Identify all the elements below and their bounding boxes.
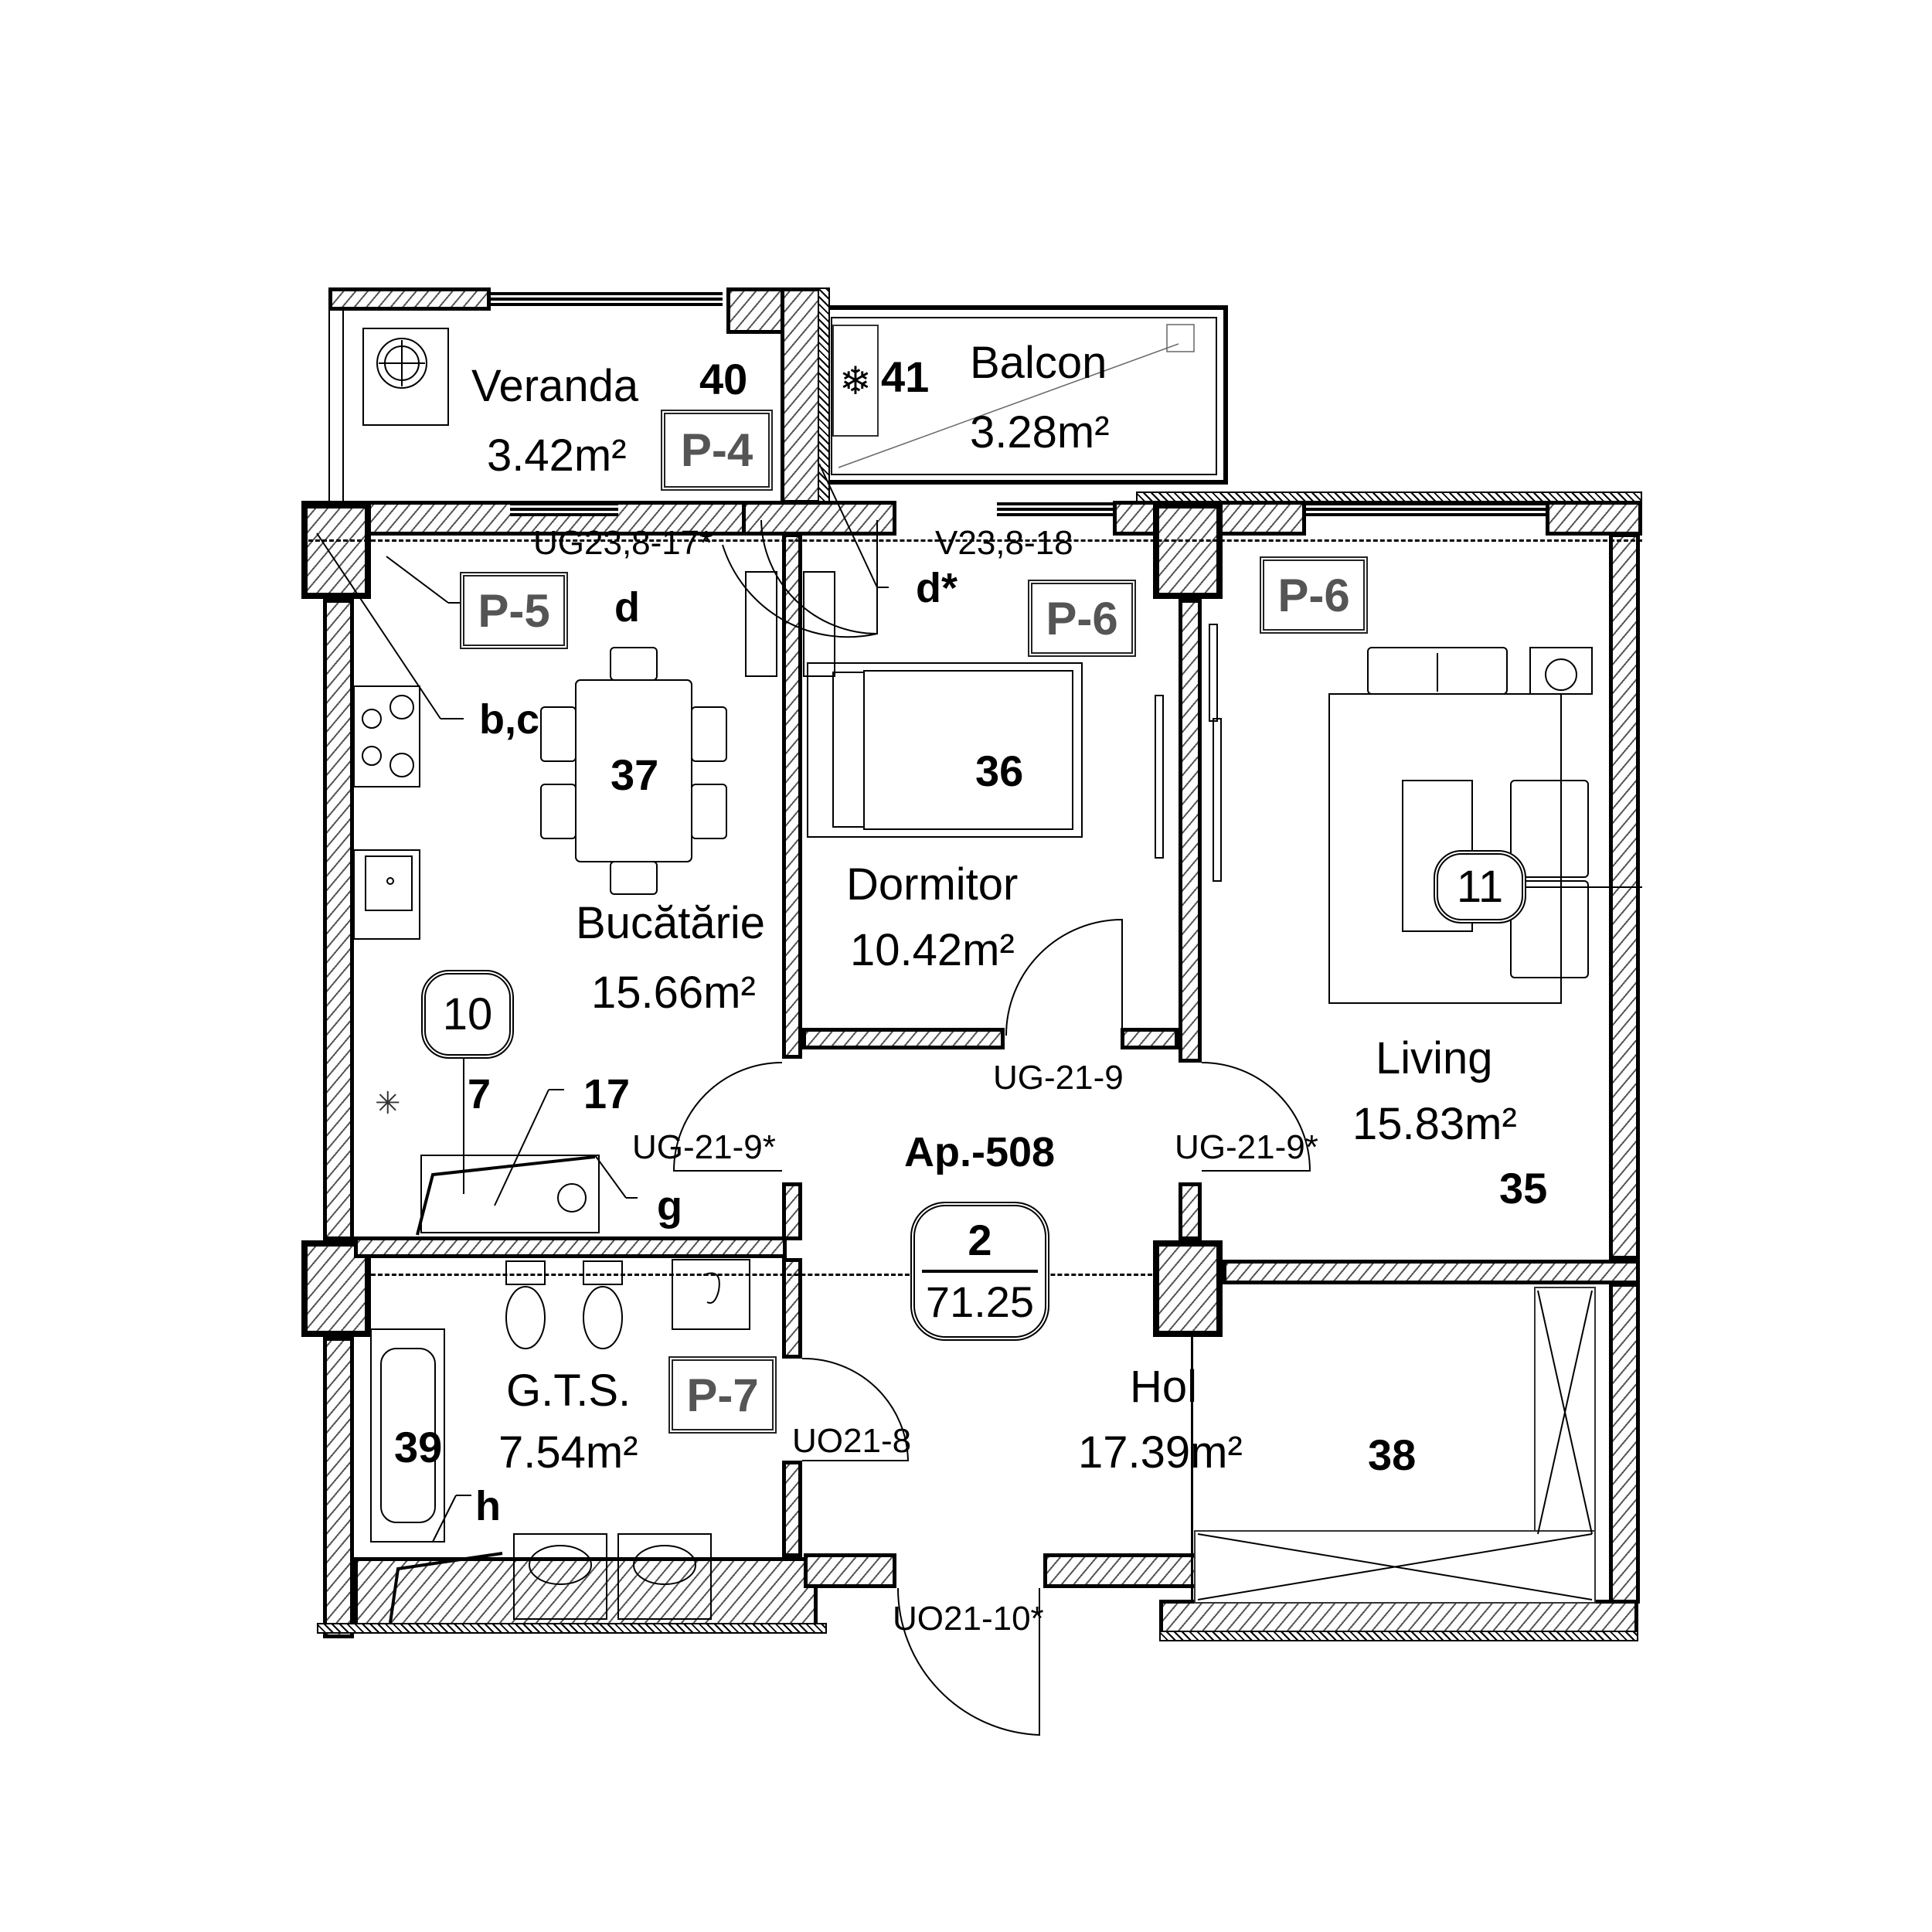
column-mid-left xyxy=(301,1240,371,1337)
living-callout-bubble: 11 xyxy=(1434,850,1526,923)
bedroom-window-code: V23,8-18 xyxy=(935,524,1073,562)
bath-area: 7.54m² xyxy=(498,1427,638,1478)
bedroom-door-code: UG-21-9 xyxy=(993,1059,1124,1097)
storage-divider xyxy=(1191,1337,1193,1604)
closet-bottom xyxy=(1194,1530,1596,1604)
kitchen-bath-wall xyxy=(354,1236,787,1258)
tag-17: 17 xyxy=(583,1071,631,1117)
apartment-divider xyxy=(922,1270,1038,1273)
balcon-area: 3.28m² xyxy=(970,407,1110,457)
entrance-door-code: UO21-10* xyxy=(893,1600,1044,1638)
apartment-area: 71.25 xyxy=(925,1277,1035,1326)
bottom-insulation xyxy=(317,1623,827,1634)
veranda-top-wall xyxy=(328,287,491,311)
kitchen-window xyxy=(510,502,618,516)
balcon-name: Balcon xyxy=(970,338,1107,388)
bedroom-name: Dormitor xyxy=(846,859,1019,910)
column-top-mid xyxy=(1153,502,1223,599)
bedroom-living-wall xyxy=(1179,599,1202,1063)
hall-area: 17.39m² xyxy=(1078,1427,1243,1478)
kitchen-number: 37 xyxy=(611,750,659,799)
living-panel-badge: P-6 xyxy=(1260,556,1368,634)
kitchen-door-code: UG-21-9* xyxy=(632,1128,776,1166)
axis-line-mid xyxy=(371,1274,1159,1276)
veranda-panel-label: P-4 xyxy=(680,424,753,476)
living-name: Living xyxy=(1376,1033,1493,1083)
bedroom-area: 10.42m² xyxy=(850,925,1015,975)
bedroom-panel-label: P-6 xyxy=(1046,592,1118,645)
living-callout-number: 11 xyxy=(1456,862,1504,912)
kitchen-bedroom-wall xyxy=(782,533,802,1059)
veranda-left-wall xyxy=(328,309,344,502)
hall-name: Hol xyxy=(1130,1362,1198,1412)
vent-icon: ✳ xyxy=(375,1087,401,1121)
kitchen-callout-number: 10 xyxy=(442,989,493,1039)
column-top-left xyxy=(301,502,371,599)
tag-7: 7 xyxy=(468,1071,492,1117)
bath-hall-wall-lower xyxy=(782,1461,802,1557)
kitchen-panel-badge: P-5 xyxy=(460,572,568,649)
right-exterior-wall xyxy=(1609,533,1640,1260)
bedroom-living-wall-lower xyxy=(1179,1182,1202,1240)
kitchen-panel-label: P-5 xyxy=(478,584,550,637)
kitchen-name: Bucătărie xyxy=(576,898,766,948)
apartment-summary-bubble: 2 71.25 xyxy=(910,1202,1049,1341)
bottom-wall-entrance-left xyxy=(804,1553,896,1588)
bedroom-bottom-wall-right xyxy=(1121,1028,1179,1049)
top-wall-mid xyxy=(742,501,896,536)
bath-number: 39 xyxy=(394,1423,443,1471)
top-insulation-right xyxy=(1136,492,1642,502)
bath-panel-label: P-7 xyxy=(686,1369,759,1421)
storage-number: 38 xyxy=(1368,1430,1417,1479)
veranda-panel-badge: P-4 xyxy=(661,410,773,491)
veranda-area: 3.42m² xyxy=(487,430,627,481)
living-storage-wall xyxy=(1223,1260,1640,1284)
apartment-label: Ap.-508 xyxy=(904,1129,1056,1175)
veranda-name: Veranda xyxy=(471,361,639,411)
veranda-right-wall xyxy=(781,287,823,504)
tag-g: g xyxy=(657,1183,682,1230)
balcon-frame-inner xyxy=(831,317,1217,475)
left-exterior-wall xyxy=(323,599,354,1240)
snowflake-icon: ❄ xyxy=(839,359,872,403)
left-exterior-wall-lower xyxy=(323,1337,354,1638)
ac-unit: ❄ xyxy=(832,325,879,437)
bath-name: G.T.S. xyxy=(506,1366,631,1416)
tag-d: d xyxy=(614,584,640,631)
living-number: 35 xyxy=(1499,1164,1548,1213)
apartment-rooms: 2 xyxy=(968,1216,992,1264)
kitchen-callout-bubble: 10 xyxy=(421,970,514,1059)
veranda-window xyxy=(491,292,723,306)
tag-h: h xyxy=(475,1483,501,1529)
column-mid-right xyxy=(1153,1240,1223,1337)
bedroom-number: 36 xyxy=(975,747,1024,795)
living-door-code: UG-21-9* xyxy=(1175,1128,1318,1166)
living-area: 15.83m² xyxy=(1352,1099,1517,1149)
kitchen-hall-wall-lower xyxy=(782,1182,802,1240)
bedroom-panel-badge: P-6 xyxy=(1028,580,1136,657)
tag-d-star: d* xyxy=(916,565,957,611)
top-wall-living xyxy=(1546,501,1642,536)
axis-line-top xyxy=(301,539,1642,542)
tag-bc: b,c xyxy=(479,696,540,743)
balcon-left-insulation xyxy=(818,287,830,504)
closet-right xyxy=(1534,1287,1596,1538)
bath-panel-badge: P-7 xyxy=(668,1356,777,1434)
kitchen-area: 15.66m² xyxy=(591,968,756,1018)
bottom-wall-entrance-right xyxy=(1043,1553,1198,1588)
bottom-wall-bath xyxy=(354,1557,818,1627)
bath-door-code: UO21-8 xyxy=(792,1422,912,1460)
balcon-number: 41 xyxy=(881,352,930,401)
bedroom-window xyxy=(997,502,1113,516)
living-panel-label: P-6 xyxy=(1277,569,1350,621)
kitchen-window-code: UG23,8-17* xyxy=(533,524,713,562)
right-exterior-wall-lower xyxy=(1609,1283,1640,1604)
bottom-insulation-right xyxy=(1159,1631,1638,1641)
living-window xyxy=(1306,502,1546,516)
veranda-number: 40 xyxy=(699,355,748,403)
bedroom-bottom-wall-left xyxy=(802,1028,1005,1049)
